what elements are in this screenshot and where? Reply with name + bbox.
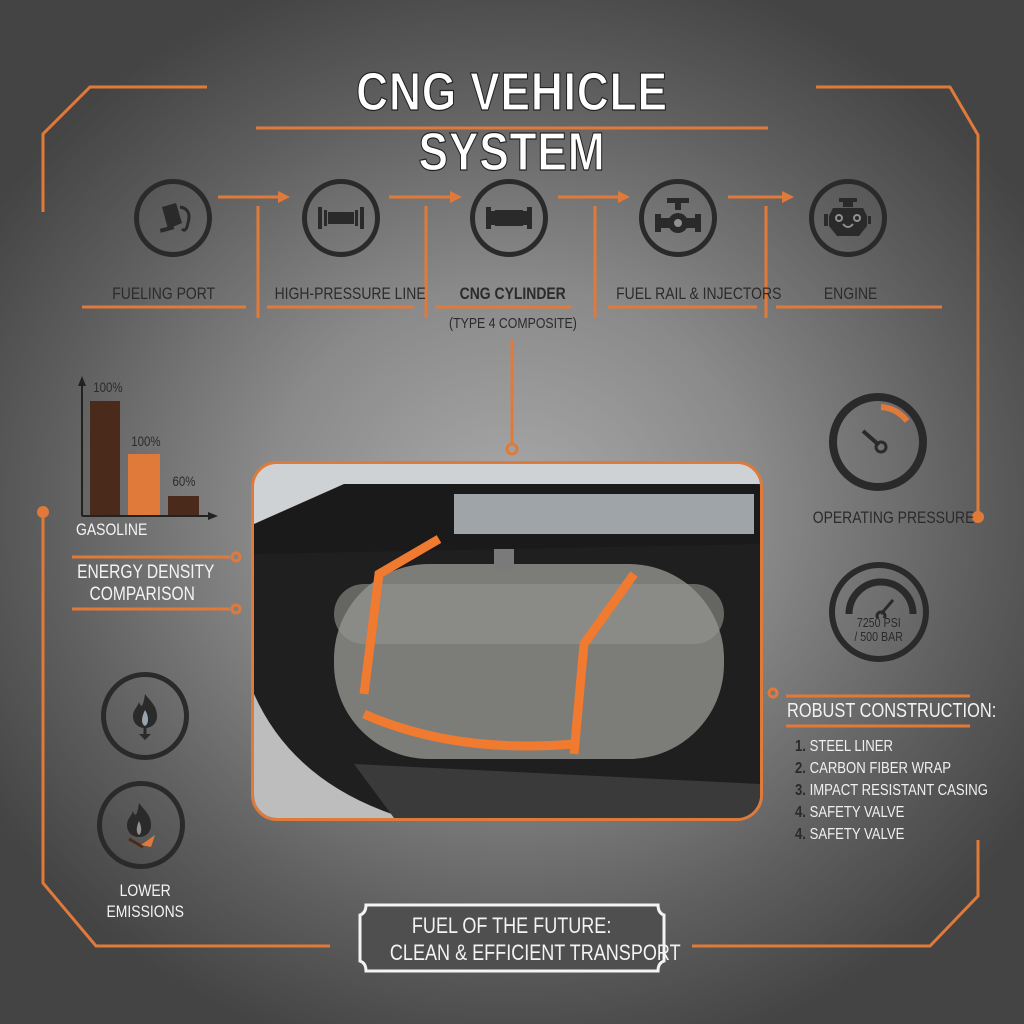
chart-x-label: GASOLINE — [76, 520, 148, 539]
list-item: 4. SAFETY VALVE — [795, 804, 905, 821]
step-label-engine: ENGINE — [824, 284, 878, 303]
fuel-nozzle-icon — [134, 179, 212, 257]
list-item: 2. CARBON FIBER WRAP — [795, 760, 952, 777]
operating-pressure-label: OPERATING PRESSURE — [812, 508, 975, 527]
list-item: 3. IMPACT RESISTANT CASING — [795, 782, 988, 799]
bar-label-2: 100% — [131, 433, 161, 449]
engine-icon — [809, 179, 887, 257]
step-sublabel-cylinder-type: (TYPE 4 COMPOSITE) — [449, 315, 577, 332]
valve-icon — [639, 179, 717, 257]
flame-down-icon — [101, 672, 189, 760]
cylinder-icon — [470, 179, 548, 257]
energy-density-chart — [78, 376, 218, 520]
cng-cylinder-photo — [251, 461, 763, 821]
step-label-fueling-port: FUELING PORT — [112, 284, 216, 303]
bar-label-3: 60% — [172, 473, 196, 489]
footer-banner-frame — [358, 903, 666, 973]
footer-banner-text: FUEL OF THE FUTURE:CLEAN & EFFICIENT TRA… — [389, 913, 681, 965]
construction-title: ROBUST CONSTRUCTION: — [787, 700, 997, 722]
step-label-fuel-rail: FUEL RAIL & INJECTORS — [616, 284, 782, 303]
pressure-bar: / 500 BAR — [854, 629, 904, 644]
list-item: 1. STEEL LINER — [795, 738, 893, 755]
flame-check-icon — [97, 781, 185, 869]
pressure-psi: 7250 PSI — [857, 615, 901, 630]
pressure-rating-gauge: 7250 PSI / 500 BAR — [829, 562, 929, 662]
page-title: CNG VEHICLE SYSTEM — [356, 61, 668, 182]
bar-label-1: 100% — [93, 379, 123, 395]
step-label-cng-cylinder: CNG CYLINDER — [459, 284, 567, 303]
step-label-high-pressure-line: HIGH-PRESSURE LINE — [274, 284, 426, 303]
construction-list: 1. STEEL LINER 2. CARBON FIBER WRAP 3. I… — [795, 736, 1024, 846]
pressure-gauge-icon — [829, 393, 927, 491]
pipe-icon — [302, 179, 380, 257]
list-item: 4. SAFETY VALVE — [795, 826, 905, 843]
